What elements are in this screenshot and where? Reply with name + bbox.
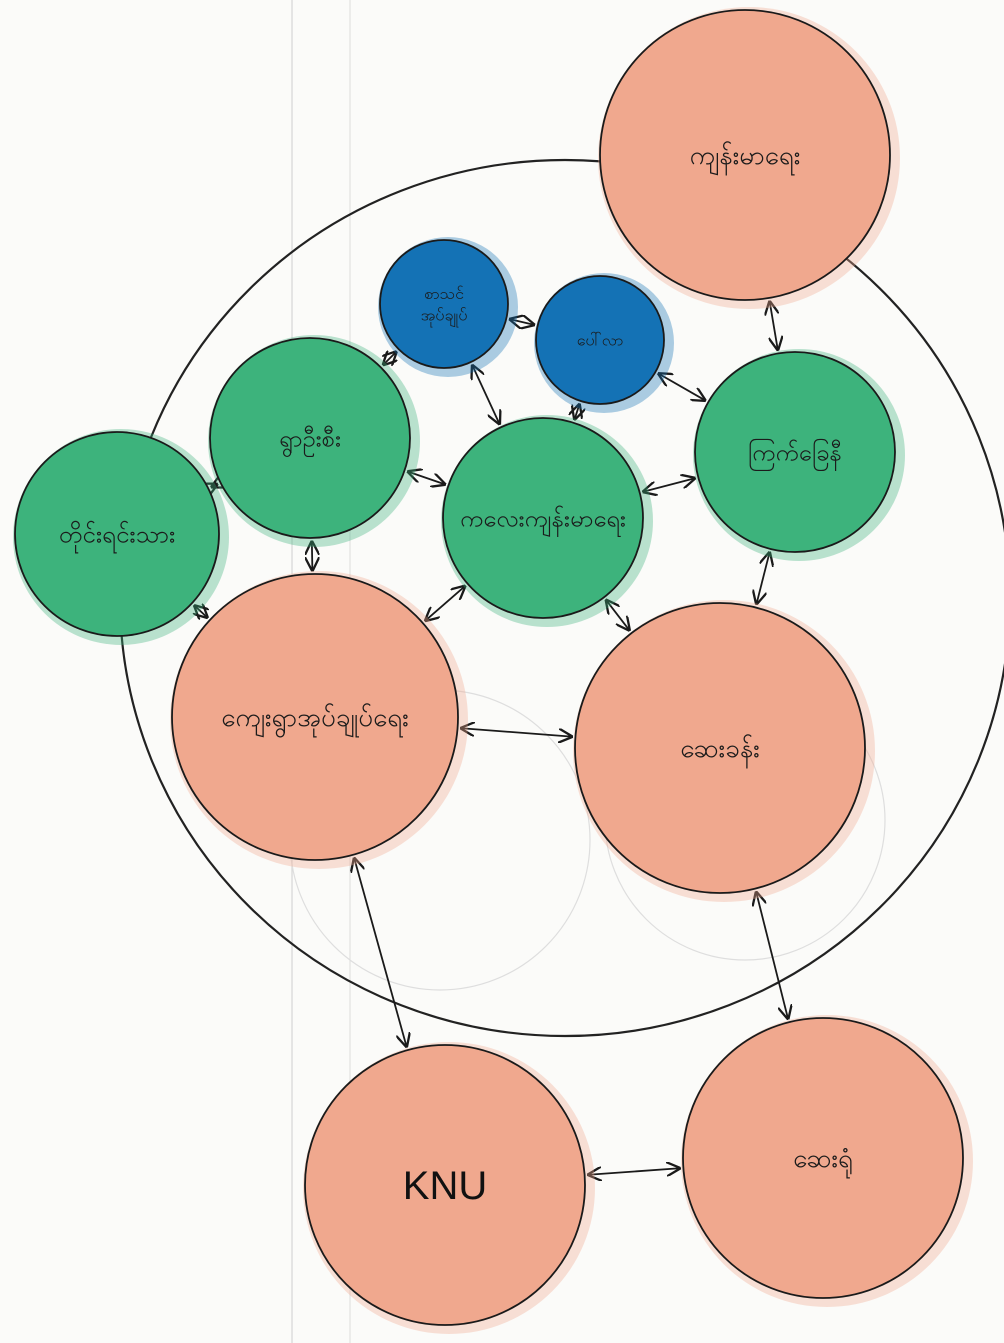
node-label: စာသင် [424, 284, 464, 303]
connection-arrow-knu-township-hospital [589, 1168, 680, 1174]
node-label: ဆေးရုံ [793, 1144, 853, 1179]
nodes-layer: ကျန်းမာရေးရွာဦးစီးစာသင်အုပ်ချုပ်ပေါ်လာကြ… [13, 7, 973, 1334]
node-circle [599, 9, 891, 301]
node-circle [304, 1044, 586, 1326]
node-circle [574, 602, 866, 894]
node-label: ဆေးခန်း [680, 733, 760, 769]
node-label: ကလေးကျန်းမာရေး [460, 503, 626, 537]
node-label: ကျေးရွာအုပ်ချုပ်ရေး [221, 702, 409, 738]
connections-layer [195, 302, 788, 1175]
node-label: အုပ်ချုပ် [421, 305, 468, 327]
connection-arrow-community-health-village-tract-leaders [426, 586, 465, 620]
node-blue-top-left: စာသင်အုပ်ချုပ် [378, 237, 518, 377]
node-label: ကြက်ခြေနီ [748, 436, 842, 471]
connection-arrow-ethnic-health-village-tract-leaders [195, 606, 207, 617]
node-circle [171, 573, 459, 861]
connection-arrow-village-tract-leaders-knu [354, 859, 406, 1047]
node-village-tract-leaders: ကျေးရွာအုပ်ချုပ်ရေး [170, 571, 468, 869]
node-circle [14, 431, 220, 637]
connection-arrow-health-township-office-local-nurse [770, 302, 778, 350]
node-circle [694, 351, 896, 553]
connection-arrow-clinic-services-township-hospital [756, 893, 788, 1019]
node-local-nurse: ကြက်ခြေနီ [693, 349, 905, 561]
connection-arrow-village-heads-village-tract-leaders [312, 542, 313, 570]
node-community-health: ကလေးကျန်းမာရေး [441, 415, 653, 627]
node-knu: KNU [303, 1042, 595, 1334]
connection-arrow-village-heads-community-health [408, 472, 444, 484]
connection-arrow-village-tract-leaders-clinic-services [462, 728, 572, 736]
connection-arrow-blue-top-right-local-nurse [659, 374, 705, 400]
node-clinic-services: ဆေးခန်း [573, 600, 875, 902]
node-label: ကျန်းမာရေး [690, 140, 801, 176]
node-village-heads: ရွာဦးစီး [208, 335, 420, 547]
node-circle [682, 1017, 964, 1299]
connection-arrow-blue-top-right-community-health [575, 405, 580, 419]
node-township-hospital: ဆေးရုံ [681, 1015, 973, 1307]
connection-arrow-blue-top-left-community-health [473, 366, 500, 424]
node-label: တိုင်းရင်းသား [59, 520, 175, 554]
node-circle [379, 239, 509, 369]
node-label: KNU [403, 1164, 487, 1208]
connection-arrow-community-health-local-nurse [644, 478, 695, 491]
node-health-township-office: ကျန်းမာရေး [598, 7, 900, 309]
node-circle [209, 337, 411, 539]
node-label: ပေါ်လာ [577, 331, 624, 350]
node-circle [442, 417, 644, 619]
connection-arrow-local-nurse-clinic-services [757, 553, 770, 604]
connection-arrow-village-heads-blue-top-left [384, 352, 396, 364]
connection-arrow-community-health-clinic-services [606, 600, 629, 629]
node-ethnic-health: တိုင်းရင်းသား [13, 429, 229, 645]
node-blue-top-right: ပေါ်လာ [534, 273, 674, 413]
node-circle [535, 275, 665, 405]
connection-arrow-blue-top-left-blue-top-right [510, 319, 533, 324]
connection-arrow-village-heads-ethnic-health [212, 484, 217, 486]
